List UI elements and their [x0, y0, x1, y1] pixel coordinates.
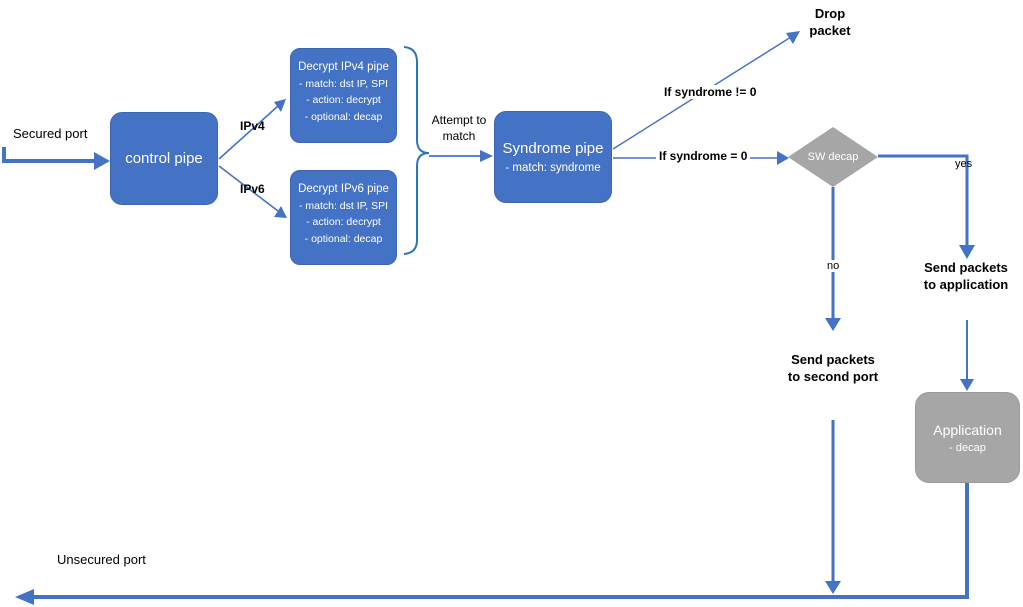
decrypt-ipv6-action: - action: decrypt [306, 216, 381, 229]
arrowhead-icon [825, 318, 841, 331]
sw-decap-diamond [788, 127, 878, 187]
no-label: no [824, 260, 843, 272]
ipv4-label: IPv4 [240, 119, 265, 133]
decrypt-ipv4-action: - action: decrypt [306, 94, 381, 107]
unsecured-port-arrow [15, 483, 969, 605]
control-pipe-node: control pipe [110, 112, 218, 205]
control-pipe-title: control pipe [125, 150, 203, 167]
decrypt-ipv4-optional: - optional: decap [304, 110, 383, 123]
arrowhead-icon [15, 589, 34, 605]
send-to-application-label: Send packets to application [923, 260, 1009, 292]
if-syndrome-eq-label: If syndrome = 0 [656, 149, 751, 163]
application-node: Application - decap [915, 392, 1020, 483]
arrowhead-icon [777, 151, 789, 165]
secured-port-label: Secured port [13, 126, 88, 141]
if-syndrome-ne-label: If syndrome != 0 [661, 85, 760, 99]
decrypt-ipv6-match: - match: dst IP, SPI [298, 200, 389, 212]
decrypt-ipv4-node: Decrypt IPv4 pipe - match: dst IP, SPI -… [290, 48, 397, 143]
secured-port-arrow [2, 147, 110, 170]
fork-ipv4-arrow [218, 99, 286, 160]
ipv6-label: IPv6 [240, 182, 265, 196]
decrypt-ipv4-match: - match: dst IP, SPI [298, 78, 389, 90]
arrowhead-icon [960, 379, 974, 391]
attempt-match-arrow [429, 150, 493, 162]
arrowhead-icon [786, 31, 800, 44]
brace [403, 46, 430, 255]
send-to-second-port-label: Send packets to second port [787, 352, 879, 384]
drop-packet-label: Drop packet [809, 6, 851, 38]
unsecured-port-label: Unsecured port [57, 552, 146, 567]
syndrome-pipe-node: Syndrome pipe - match: syndrome [494, 111, 612, 203]
to-second-port-arrow [825, 420, 841, 594]
to-application-arrow [960, 320, 974, 391]
no-branch-arrow [825, 187, 841, 331]
arrowhead-icon [480, 150, 493, 162]
application-title: Application [933, 421, 1002, 438]
attempt-to-match-label: Attempt to match [431, 113, 487, 143]
decrypt-ipv6-optional: - optional: decap [304, 232, 383, 245]
yes-branch-arrow [878, 154, 975, 259]
syndrome-pipe-match: - match: syndrome [505, 162, 601, 174]
yes-label: yes [955, 158, 973, 170]
decrypt-ipv6-node: Decrypt IPv6 pipe - match: dst IP, SPI -… [290, 170, 397, 265]
sw-decap-label: SW decap [807, 151, 859, 163]
syndrome-pipe-title: Syndrome pipe [502, 140, 604, 157]
application-decap: - decap [949, 441, 986, 454]
arrowhead-icon [959, 245, 975, 259]
arrowhead-icon [274, 206, 287, 218]
arrowhead-icon [94, 152, 110, 170]
arrowhead-icon [274, 99, 286, 112]
decrypt-ipv6-title: Decrypt IPv6 pipe [298, 183, 389, 195]
fork-ipv6-arrow [218, 165, 287, 218]
decrypt-ipv4-title: Decrypt IPv4 pipe [298, 61, 389, 73]
arrowhead-icon [825, 581, 841, 594]
